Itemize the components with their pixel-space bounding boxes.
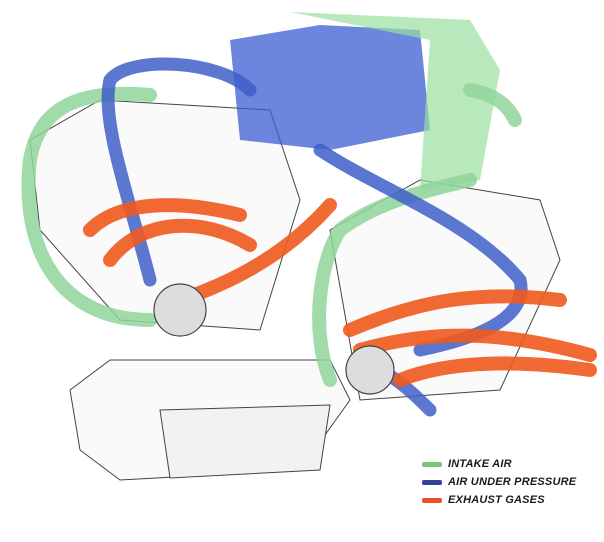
legend: INTAKE AIR AIR UNDER PRESSURE EXHAUST GA… xyxy=(422,455,576,509)
intercooler xyxy=(230,12,500,190)
turbochargers xyxy=(153,283,395,395)
right-turbo xyxy=(345,345,395,395)
legend-label: INTAKE AIR xyxy=(448,458,512,470)
legend-item-air-under-pressure: AIR UNDER PRESSURE xyxy=(422,473,576,491)
legend-item-intake-air: INTAKE AIR xyxy=(422,455,576,473)
legend-label: AIR UNDER PRESSURE xyxy=(448,476,577,488)
intake-air-swatch xyxy=(422,461,442,467)
legend-label: EXHAUST GASES xyxy=(448,494,545,506)
exhaust-gases-swatch xyxy=(422,497,442,503)
intake-air-pipes xyxy=(21,83,522,387)
exhaust-manifolds xyxy=(83,198,597,387)
air-under-pressure-swatch xyxy=(422,479,442,485)
left-turbo xyxy=(153,283,207,337)
legend-item-exhaust-gases: EXHAUST GASES xyxy=(422,491,576,509)
